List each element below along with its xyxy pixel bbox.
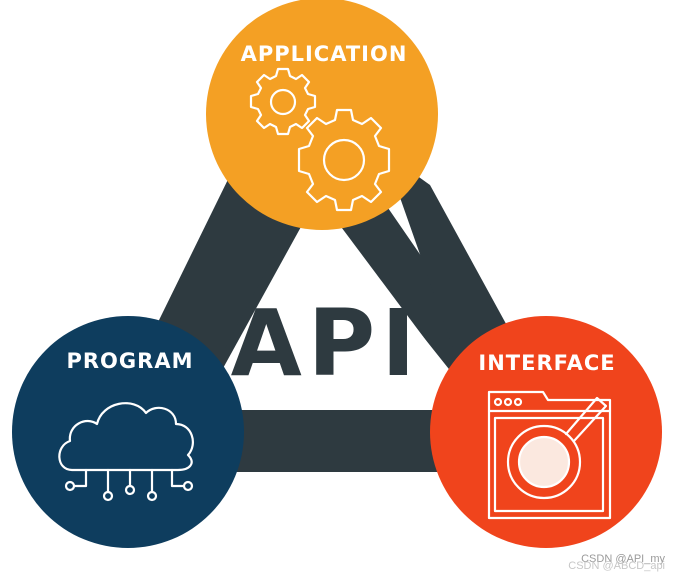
cloud-network-icon	[58, 402, 194, 502]
gears-icon	[249, 67, 391, 212]
program-label: PROGRAM	[67, 349, 194, 373]
browser-search-icon	[487, 390, 612, 520]
watermark-line-2: CSDN @ABCD_api	[568, 560, 665, 572]
application-circle	[206, 0, 438, 230]
triangle-inner	[200, 196, 478, 410]
watermark: CSDN @API_my CSDN @ABCD_api	[568, 554, 665, 572]
interface-label: INTERFACE	[478, 351, 615, 375]
center-label: API	[231, 290, 422, 397]
application-label: APPLICATION	[241, 42, 408, 66]
node-interface: INTERFACE	[430, 316, 662, 548]
node-program: PROGRAM	[12, 316, 244, 548]
watermark-line-1: CSDN @API_my	[581, 553, 665, 565]
node-application: APPLICATION	[206, 0, 438, 230]
triangle-band	[146, 112, 545, 436]
